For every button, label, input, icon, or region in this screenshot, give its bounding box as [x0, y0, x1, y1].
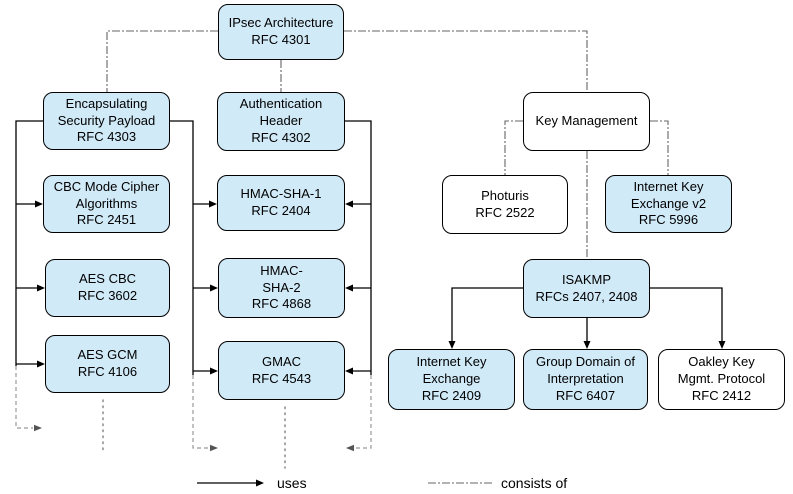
- node-oakley: Oakley Key Mgmt. Protocol RFC 2412: [658, 349, 785, 410]
- trunk-esp-right: [170, 120, 194, 375]
- node-ike: Internet Key Exchange RFC 2409: [388, 349, 515, 410]
- arrow-into-oakley: [718, 341, 726, 349]
- node-ikev2: Internet Key Exchange v2 RFC 5996: [605, 175, 732, 233]
- node-label: RFC 2522: [475, 204, 535, 220]
- arrow-into-gdoi: [583, 341, 591, 349]
- node-label: HMAC-SHA-1: [240, 186, 322, 202]
- node-label: AES CBC: [78, 271, 137, 287]
- node-label: RFC 6407: [555, 387, 616, 403]
- trunk-esp-left: [15, 120, 43, 366]
- node-label: IPsec Architecture: [228, 15, 334, 31]
- node-label: Interpretation: [547, 371, 624, 387]
- arrow-into-cbc: [35, 200, 43, 208]
- continuation-arrow-mid-right: [346, 444, 354, 452]
- node-gdoi: Group Domain of Interpretation RFC 6407: [523, 349, 648, 410]
- node-label: Security Payload: [57, 112, 156, 128]
- node-label: Internet Key: [416, 354, 487, 370]
- edge-ipsec-keymgmt: [344, 30, 588, 92]
- arrow-into-ike: [448, 341, 456, 349]
- node-label: RFC 4301: [251, 32, 311, 47]
- node-label: Internet Key: [633, 178, 704, 194]
- node-label: SHA-2: [262, 279, 301, 295]
- node-label: RFC 2451: [76, 212, 137, 228]
- node-ipsec-architecture: IPsec Architecture RFC 4301: [218, 4, 344, 60]
- node-label: Exchange: [422, 371, 481, 387]
- arrow-esp-hmacsha1: [209, 200, 217, 208]
- node-label: ISAKMP: [561, 271, 612, 287]
- arrow-ah-gmac: [345, 367, 353, 375]
- node-label: HMAC-: [260, 262, 303, 278]
- edge-keymgmt-ikev2: [650, 120, 669, 175]
- continuation-dotted: [102, 399, 286, 469]
- arrow-esp-gmac: [210, 367, 218, 375]
- arrow-into-aesgcm: [37, 360, 45, 368]
- edge-keymgmt-photuris: [504, 120, 523, 175]
- node-hmac-sha2: HMAC- SHA-2 RFC 4868: [218, 258, 345, 318]
- edge-isakmp-oakley: [650, 287, 723, 342]
- edge-ipsec-esp: [106, 30, 218, 92]
- node-label: Header: [259, 113, 303, 129]
- node-label: RFC 2412: [691, 387, 752, 403]
- node-label: RFC 3602: [77, 288, 138, 303]
- node-label: Key Management: [535, 113, 638, 129]
- node-label: CBC Mode Cipher: [53, 178, 160, 194]
- node-label: Photuris: [481, 187, 529, 203]
- node-authentication-header: Authentication Header RFC 4302: [217, 92, 345, 151]
- trunk-ah-right: [345, 120, 372, 375]
- node-key-management: Key Management: [523, 92, 650, 151]
- node-esp: Encapsulating Security Payload RFC 4303: [43, 92, 170, 150]
- continuation-arrowheads: [34, 424, 354, 452]
- node-photuris: Photuris RFC 2522: [442, 175, 568, 234]
- legend-uses-arrowhead: [256, 479, 264, 487]
- node-label: RFC 4106: [77, 364, 138, 379]
- arrow-into-aescbc: [37, 284, 45, 292]
- continuation-left: [15, 366, 33, 429]
- node-aes-cbc: AES CBC RFC 3602: [45, 259, 170, 317]
- continuation-arrow-mid-left: [210, 444, 218, 452]
- node-label: GMAC: [262, 353, 301, 369]
- node-label: RFC 4302: [251, 129, 311, 145]
- arrow-ah-hmacsha1: [345, 200, 353, 208]
- node-label: AES GCM: [77, 347, 138, 363]
- legend-uses-label: uses: [277, 475, 307, 491]
- arrow-esp-hmacsha2: [210, 284, 218, 292]
- node-label: RFC 2404: [251, 203, 311, 218]
- node-label: RFC 4868: [251, 296, 312, 312]
- continuation-arrow-left: [34, 424, 42, 432]
- node-isakmp: ISAKMP RFCs 2407, 2408: [523, 259, 650, 318]
- legend-consists-of-label: consists of: [501, 475, 568, 491]
- continuation-mid-left: [192, 375, 209, 449]
- node-label: RFCs 2407, 2408: [535, 288, 638, 304]
- node-hmac-sha1: HMAC-SHA-1 RFC 2404: [217, 175, 345, 231]
- node-label: RFC 2409: [421, 387, 482, 403]
- node-label: Oakley Key: [688, 354, 755, 370]
- node-gmac: GMAC RFC 4543: [218, 341, 345, 400]
- node-label: RFC 4543: [251, 370, 312, 386]
- node-label: Algorithms: [75, 195, 138, 211]
- node-label: Exchange v2: [630, 195, 707, 211]
- node-label: RFC 4303: [76, 129, 137, 145]
- node-label: RFC 5996: [638, 212, 699, 228]
- node-label: Group Domain of: [536, 354, 635, 370]
- node-aes-gcm: AES GCM RFC 4106: [45, 335, 170, 393]
- node-label: Authentication: [239, 96, 323, 112]
- node-label: Encapsulating: [65, 95, 148, 111]
- node-label: Mgmt. Protocol: [677, 371, 766, 387]
- continuation-mid-right: [355, 375, 372, 449]
- node-cbc-mode-cipher: CBC Mode Cipher Algorithms RFC 2451: [43, 175, 170, 233]
- edge-isakmp-ike: [451, 287, 523, 342]
- arrow-ah-hmacsha2: [345, 284, 353, 292]
